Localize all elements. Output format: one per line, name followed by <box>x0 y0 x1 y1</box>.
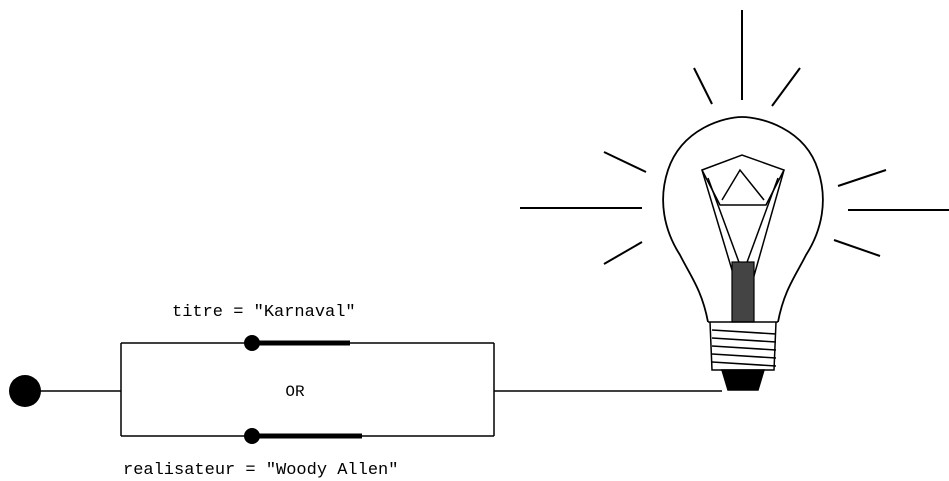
light-rays <box>520 10 949 265</box>
top-switch <box>244 335 350 351</box>
top-condition-label: titre = "Karnaval" <box>172 303 356 322</box>
operator-label: OR <box>285 383 305 401</box>
parallel-branches <box>120 342 495 437</box>
light-bulb-icon <box>662 116 824 391</box>
bottom-condition-label: realisateur = "Woody Allen" <box>123 461 398 480</box>
bottom-switch <box>244 428 362 444</box>
